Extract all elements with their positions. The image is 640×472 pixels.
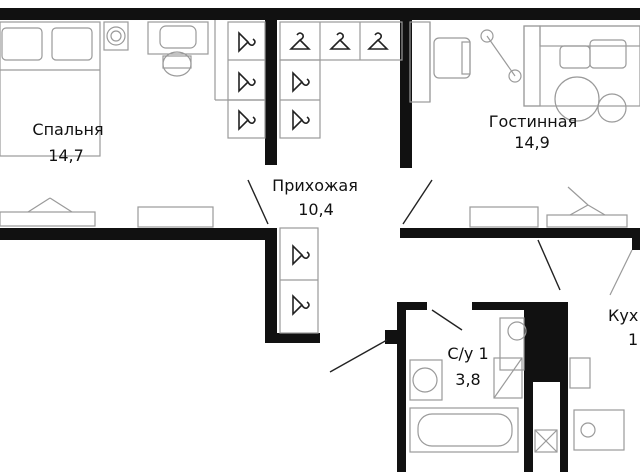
hallway-area: 10,4: [298, 200, 334, 219]
wall-bath-right: [524, 302, 533, 472]
hanger-icon: [238, 31, 256, 53]
wall-top: [0, 8, 640, 20]
sink-icon: [147, 21, 209, 55]
door-bedroom: [247, 179, 269, 225]
sink-icon: [580, 422, 596, 438]
hanger-icon: [292, 109, 310, 131]
wall-bath-top-right: [472, 302, 532, 310]
walls: [0, 8, 640, 472]
lamp-icon: [480, 29, 522, 83]
sofa-icon: [523, 25, 640, 107]
door-lines: [247, 179, 561, 373]
wall-bath-top-left: [397, 302, 427, 310]
shaft-box: [534, 429, 558, 453]
washing-machine-icon: [103, 21, 129, 51]
hanger-icon: [367, 32, 389, 50]
hanger-icon: [292, 294, 310, 316]
wall-bedroom-bottom: [0, 228, 275, 240]
wall-corridor-bottom: [265, 333, 320, 343]
door-kitchen: [537, 239, 561, 291]
wall-corridor-left: [265, 228, 277, 343]
hanger-icon: [289, 32, 311, 50]
wall-bath-left: [397, 302, 406, 472]
hallway-name: Прихожая: [272, 176, 358, 195]
bed-icon: [0, 21, 101, 157]
wall-bedroom-hall-partition: [265, 20, 277, 165]
coffee-table: [554, 76, 600, 122]
kitchen-name: Кух: [608, 306, 639, 325]
bedroom-name: Спальня: [32, 120, 104, 139]
wall-hall-living-partition: [400, 20, 412, 168]
door-living: [402, 179, 433, 225]
table-icon: [409, 21, 431, 103]
tv-icon: [0, 197, 96, 227]
bathroom-furniture: [409, 317, 558, 453]
toilet-icon: [499, 317, 527, 371]
bathroom-area: 3,8: [455, 370, 481, 389]
door-bathroom: [329, 339, 388, 373]
wall-shaft: [533, 302, 565, 382]
hanger-icon: [292, 71, 310, 93]
washing-machine-icon: [493, 357, 523, 399]
wall-kitchen-left: [560, 302, 568, 472]
tv-icon: [546, 186, 628, 228]
hanger-icon: [238, 109, 256, 131]
hanger-icon: [238, 71, 256, 93]
bedroom-area: 14,7: [48, 146, 84, 165]
bedroom-furniture: [0, 20, 265, 228]
hanger-icon: [329, 32, 351, 50]
kitchen-furniture: [569, 249, 633, 451]
sink-icon: [409, 359, 443, 401]
kitchen-area: 1: [628, 330, 639, 349]
living-name: Гостинная: [488, 112, 578, 131]
bathroom-name: С/у 1: [447, 344, 489, 363]
table-icon: [137, 206, 214, 228]
wall-right-edge: [632, 230, 640, 250]
wall-living-bottom: [400, 228, 640, 238]
door-bath-inner: [431, 309, 463, 331]
hanger-icon: [292, 244, 310, 266]
toilet-icon: [162, 51, 192, 77]
wall-bath-stub: [385, 330, 397, 344]
wardrobe: [227, 21, 403, 334]
living-furniture: [409, 21, 640, 228]
chair-icon: [433, 37, 471, 79]
living-area: 14,9: [514, 133, 550, 152]
bathtub-icon: [409, 407, 519, 453]
